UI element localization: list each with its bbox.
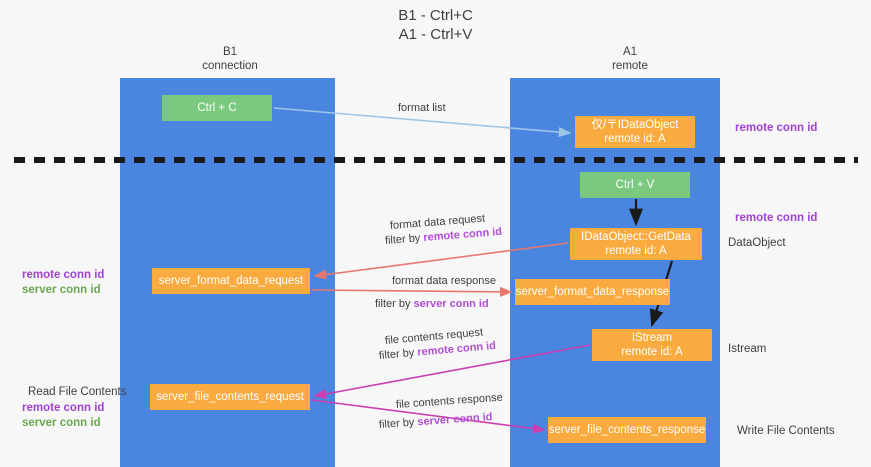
edge-format-data-response: [311, 286, 513, 298]
node-istream-line1: IStream: [631, 332, 673, 344]
node-server-format-data-response[interactable]: server_format_data_response: [515, 279, 670, 305]
label-remote-conn-id-mid: remote conn id: [735, 212, 818, 224]
filter-prefix-1: filter by: [384, 231, 424, 247]
title-line-1: B1 - Ctrl+C: [398, 7, 473, 24]
filter-prefix-4: filter by: [378, 416, 418, 431]
label-left-server-conn-id-2: server conn id: [22, 417, 101, 429]
node-ctrl-v[interactable]: Ctrl + V: [580, 172, 690, 198]
label-read-file-contents: Read File Contents: [28, 386, 127, 398]
column-b1-name: B1: [222, 46, 238, 58]
node-server-file-contents-request-label: server_file_contents_request: [156, 391, 304, 403]
label-left-conn-ids-top: remote conn id server conn id: [22, 268, 104, 298]
node-server-format-data-request[interactable]: server_format_data_request: [152, 268, 310, 294]
filter-prefix-3: filter by: [378, 346, 418, 362]
node-getdata-line1: IDataObject::GetData: [581, 231, 691, 243]
node-ctrl-c-label: Ctrl + C: [197, 102, 237, 114]
diagram-title: B1 - Ctrl+C A1 - Ctrl+V: [0, 6, 871, 44]
node-idataobject-getdata[interactable]: IDataObject::GetData remote id: A: [570, 228, 702, 260]
node-istream[interactable]: IStream remote id: A: [592, 329, 712, 361]
node-idataobject-line1: 仅/〒IDataObject: [591, 119, 679, 131]
filter-highlight-server-conn-id-1: server conn id: [413, 298, 489, 310]
column-a1-role: remote: [612, 60, 648, 72]
label-left-remote-conn-id: remote conn id: [22, 269, 105, 281]
label-istream: Istream: [728, 343, 767, 355]
filter-highlight-server-conn-id-2: server conn id: [416, 411, 493, 429]
filter-prefix-2: filter by: [375, 298, 414, 310]
title-line-2: A1 - Ctrl+V: [398, 26, 473, 43]
column-a1-name: A1: [622, 46, 638, 58]
node-server-file-contents-request[interactable]: server_file_contents_request: [150, 384, 310, 410]
node-server-file-contents-response[interactable]: server_file_contents_response: [548, 417, 706, 443]
node-idataobject[interactable]: 仅/〒IDataObject remote id: A: [575, 116, 695, 148]
column-header-a1: A1 remote: [540, 45, 720, 73]
edge-label-format-data-response: format data response: [392, 275, 496, 287]
node-ctrl-v-label: Ctrl + V: [615, 179, 655, 191]
edge-label-filter-server-conn-id-2: filter by server conn id: [378, 410, 493, 433]
node-istream-line2: remote id: A: [621, 346, 683, 358]
edge-label-format-list: format list: [398, 102, 446, 114]
label-left-remote-conn-id-2: remote conn id: [22, 402, 105, 414]
node-server-file-contents-response-label: server_file_contents_response: [548, 424, 706, 436]
node-server-format-data-request-label: server_format_data_request: [158, 275, 304, 287]
label-left-server-conn-id: server conn id: [22, 284, 101, 296]
label-dataobject: DataObject: [728, 237, 786, 249]
node-idataobject-line2: remote id: A: [604, 133, 666, 145]
column-b1-role: connection: [202, 60, 258, 72]
node-ctrl-c[interactable]: Ctrl + C: [162, 95, 272, 121]
label-write-file-contents: Write File Contents: [737, 425, 835, 437]
node-server-format-data-response-label: server_format_data_response: [515, 286, 670, 298]
label-left-conn-ids-bottom: remote conn id server conn id: [22, 401, 104, 431]
node-getdata-line2: remote id: A: [605, 245, 667, 257]
label-remote-conn-id-top: remote conn id: [735, 122, 818, 134]
column-header-b1: B1 connection: [140, 45, 320, 73]
edge-label-filter-server-conn-id-1: filter by server conn id: [375, 297, 489, 312]
